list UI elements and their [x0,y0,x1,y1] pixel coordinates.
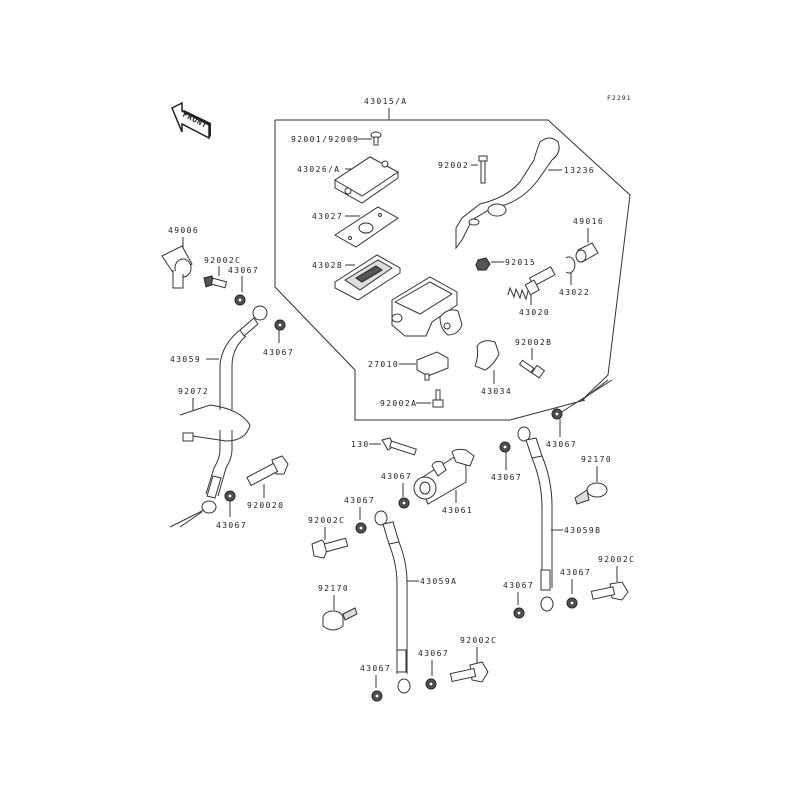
label-bolt-c-bottom: 92002C [460,636,497,645]
label-piston-kit: 43020 [519,308,550,317]
label-nut: 92015 [505,258,536,267]
hose-clamp-left-icon [322,607,358,631]
washer-icon [398,497,410,509]
label-diaphragm-plate: 43027 [312,212,343,221]
label-bolt-c-top: 92002C [204,256,241,265]
label-washer-b1: 43067 [360,664,391,673]
figure-code: F2291 [607,94,632,102]
bolt-c-top-icon [203,275,228,289]
brake-hose-main-icon [201,305,268,514]
label-washer-mid1: 43067 [381,472,412,481]
brake-lever-icon [455,137,560,250]
label-washer-left: 43067 [216,521,247,530]
piston-kit-icon [507,266,556,301]
label-washer-r2: 43067 [560,568,591,577]
hose-clamp-icon [179,404,251,442]
washer-icon [566,597,578,609]
diaphragm-plate-icon [334,206,399,248]
label-hose-main: 43059 [170,355,201,364]
bleeder-cap-icon [161,245,193,289]
screw-icon [370,131,382,146]
label-hose-a: 43059A [420,577,457,586]
label-bolt-130: 130 [351,440,370,449]
label-bolt-c-mid: 92002C [308,516,345,525]
label-boot: 49016 [573,217,604,226]
washer-icon [371,690,383,702]
assembly-label: 43015/A [364,97,408,106]
circlip-icon [565,256,576,274]
bolt-b-icon [518,359,546,379]
label-washer-top1: 43067 [228,266,259,275]
label-switch: 27010 [368,360,399,369]
label-hose-b: 43059B [564,526,601,535]
label-pivot-bolt: 92002 [438,161,469,170]
bolt-130-icon [381,437,417,456]
diaphragm-icon [334,254,401,301]
label-bolt-b: 92002B [515,338,552,347]
screw-a-icon [432,389,444,408]
label-clamp-left: 92170 [318,584,349,593]
bolt-c-mid-icon [311,537,349,559]
nut-icon [475,257,491,271]
pivot-bolt-icon [478,155,488,184]
holder-icon [474,340,500,371]
label-lever: 13236 [564,166,595,175]
label-washer-r1: 43067 [503,581,534,590]
bolt-020-icon [246,455,289,487]
washer-icon [234,294,246,306]
label-bolt-020: 920020 [247,501,284,510]
hose-joint-icon [413,448,475,505]
boot-icon [575,242,599,263]
label-diaphragm: 43028 [312,261,343,270]
master-cylinder-body-icon [391,276,463,337]
front-arrow-icon: FRONT [171,101,211,140]
washer-icon [355,522,367,534]
label-washer-b2: 43067 [418,649,449,658]
bolt-c-bottom-icon [449,661,489,683]
label-screw-cap: 92001/92009 [291,135,359,144]
washer-icon [274,319,286,331]
reservoir-cap-icon [334,156,399,204]
label-holder: 43034 [481,387,512,396]
bolt-c-right-icon [590,581,629,601]
washer-icon [224,490,236,502]
label-washer-top2: 43067 [263,348,294,357]
brake-switch-icon [416,351,449,381]
washer-icon [513,607,525,619]
label-washer-mid3: 43067 [344,496,375,505]
washer-icon [499,441,511,453]
hose-clamp-right-icon [574,482,608,505]
brake-hose-b-icon [517,426,554,612]
washer-icon [425,678,437,690]
brake-hose-a-icon [374,510,411,694]
label-clamp: 92072 [178,387,209,396]
label-circlip: 43022 [559,288,590,297]
washer-icon [551,408,563,420]
label-joint: 43061 [442,506,473,515]
label-screw-a: 92002A [380,399,417,408]
label-reservoir-cap: 43026/A [297,165,341,174]
label-washer-mid2: 43067 [491,473,522,482]
label-washer-right-top: 43067 [546,440,577,449]
label-cap-49006: 49006 [168,226,199,235]
label-bolt-c-right: 92002C [598,555,635,564]
label-clamp-right: 92170 [581,455,612,464]
